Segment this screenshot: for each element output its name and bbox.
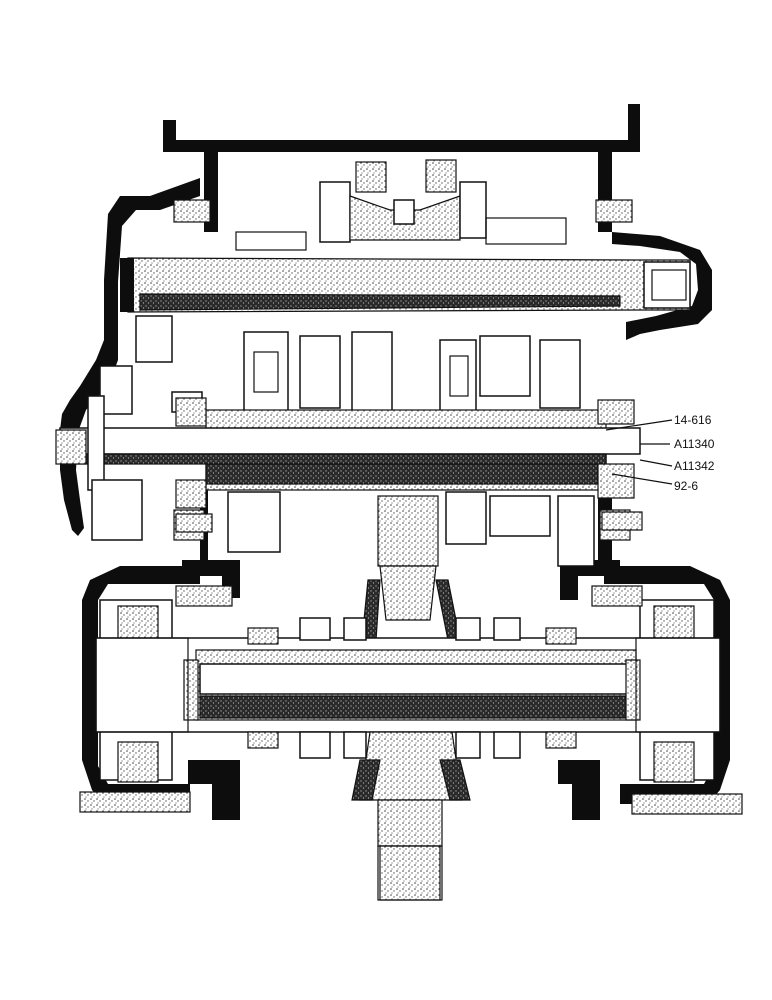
callout-label-92-6: 92-6 <box>674 479 698 493</box>
cross-shaft <box>95 637 721 733</box>
output-pinion <box>351 731 471 901</box>
top-gear-cluster <box>235 159 567 251</box>
callout-label-a11342: A11342 <box>674 459 715 473</box>
fasteners <box>79 199 743 815</box>
callout-leaders <box>605 419 673 485</box>
callout-label-a11340: A11340 <box>674 437 715 451</box>
middle-gear-cluster <box>99 315 581 415</box>
lower-intermediate-gears <box>173 491 631 641</box>
upper-countershaft <box>120 257 691 313</box>
callout-label-14-616: 14-616 <box>674 413 712 427</box>
ring-gear-teeth <box>247 617 577 759</box>
main-shaft <box>55 395 641 541</box>
